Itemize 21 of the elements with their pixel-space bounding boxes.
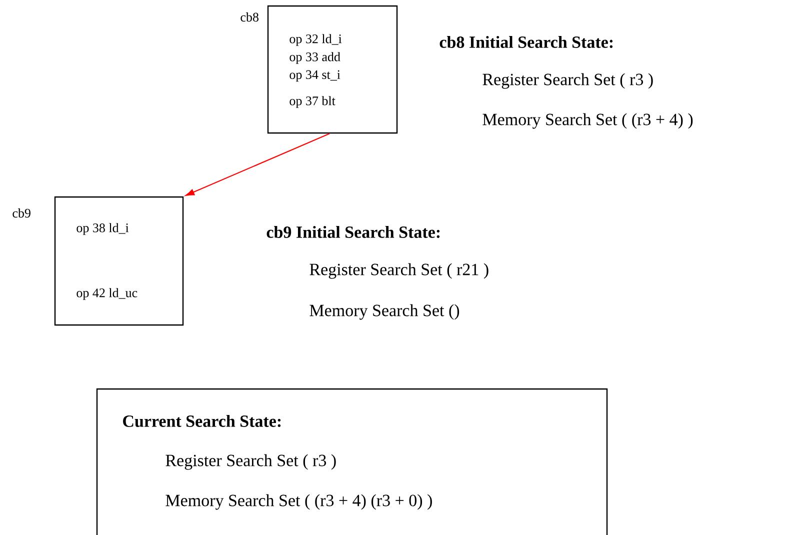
- instruction-text: op 34 st_i: [290, 70, 340, 82]
- state-text: Register Search Set ( r3 ): [482, 73, 653, 89]
- instruction-text: Register Search Set ( r3 ): [166, 454, 336, 470]
- block-box: [96, 388, 608, 535]
- block-box: [267, 5, 398, 134]
- heading: cb9 Initial Search State:: [266, 226, 440, 238]
- state-text: Memory Search Set ( (r3 + 4) ): [482, 113, 693, 129]
- instruction-text: Memory Search Set ( (r3 + 4) (r3 + 0) ): [166, 494, 432, 510]
- instruction-text: op 38 ld_i: [76, 223, 129, 235]
- block-label: cb8: [240, 12, 258, 22]
- heading: cb8 Initial Search State:: [440, 36, 613, 48]
- block-label: cb9: [12, 208, 30, 218]
- instruction-text: op 37 blt: [290, 96, 336, 108]
- heading: Current Search State:: [123, 415, 281, 428]
- instruction-text: op 33 add: [290, 52, 340, 64]
- state-text: Register Search Set ( r21 ): [310, 263, 488, 279]
- block-box: [54, 196, 184, 326]
- state-text: Memory Search Set (): [310, 304, 460, 320]
- arrow: [185, 133, 330, 196]
- instruction-text: op 42 ld_uc: [76, 288, 138, 300]
- instruction-text: op 32 ld_i: [290, 34, 342, 46]
